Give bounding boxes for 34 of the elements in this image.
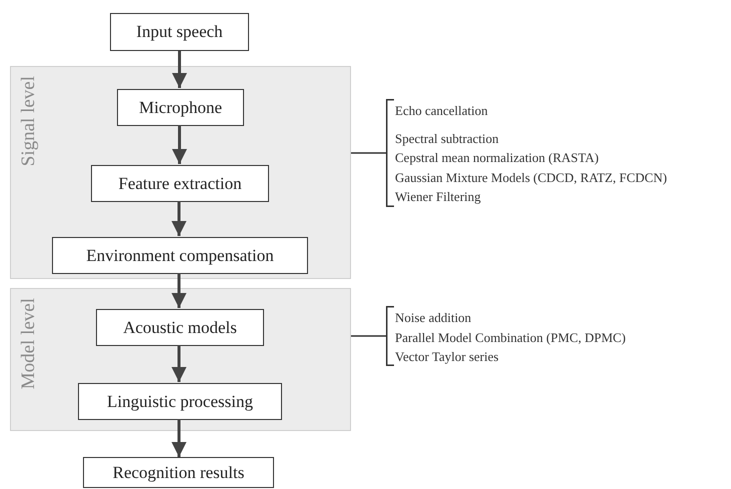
- band-label: Model level: [18, 298, 40, 390]
- arrow: [172, 273, 186, 308]
- box-label: Environment compensation: [86, 246, 274, 266]
- process-box: [96, 309, 264, 346]
- process-box: [52, 237, 308, 274]
- group-band: [10, 66, 351, 279]
- list-item: Cepstral mean normalization (RASTA): [395, 149, 600, 167]
- arrow: [172, 345, 186, 382]
- box-label: Linguistic processing: [107, 392, 253, 412]
- group-band: [10, 288, 351, 431]
- box-label: Microphone: [138, 98, 222, 118]
- process-box: [78, 383, 282, 420]
- process-box: [91, 165, 269, 202]
- box-label: Acoustic models: [123, 318, 237, 338]
- arrow: [172, 201, 186, 236]
- arrow: [172, 125, 187, 164]
- arrow: [172, 419, 186, 457]
- list-item: Wiener Filtering: [395, 188, 482, 206]
- list-item: Parallel Model Combination (PMC, DPMC): [395, 328, 627, 346]
- box-label: Recognition results: [112, 462, 244, 482]
- process-box: [83, 457, 274, 488]
- band-label: Signal level: [18, 76, 40, 166]
- list-item: Echo cancellation: [395, 102, 489, 120]
- list-item: Gaussian Mixture Models (CDCD, RATZ, FCDCN): [395, 168, 668, 187]
- connector-line: [351, 152, 386, 154]
- list-item: Spectral subtraction: [395, 130, 500, 148]
- connector-line: [351, 335, 386, 337]
- box-label: Input speech: [136, 22, 223, 42]
- arrow: [172, 51, 187, 88]
- list-item: Vector Taylor series: [395, 348, 500, 366]
- process-box: [110, 13, 249, 51]
- box-label: Feature extraction: [118, 174, 242, 194]
- process-box: [117, 89, 244, 126]
- list-item: Noise addition: [395, 309, 472, 327]
